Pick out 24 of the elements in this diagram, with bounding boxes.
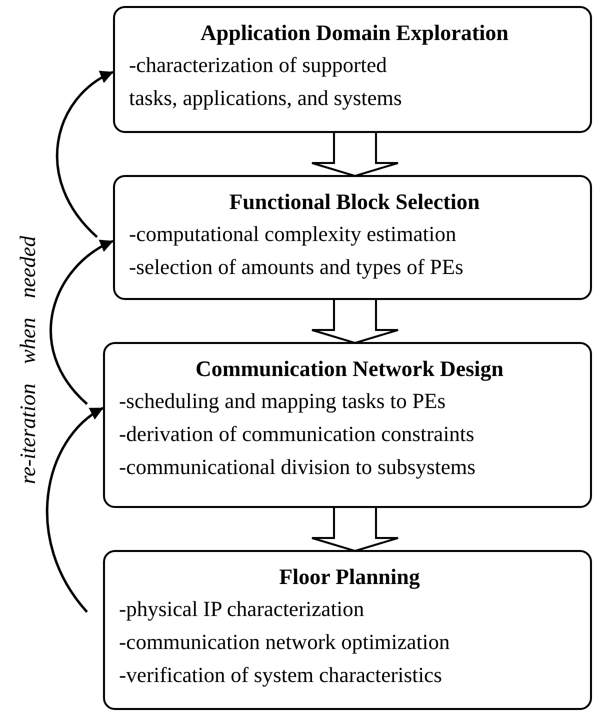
curved-arrow <box>56 70 114 238</box>
task-text: -selection of amounts and types of PEs <box>129 254 464 281</box>
box-heading: Application Domain Exploration <box>199 19 510 47</box>
task-text: -communicational division to subsystems <box>119 454 477 481</box>
task-text: -characterization of supported tasks, applications, and systems <box>129 52 403 112</box>
task-text: -computational complexity estimation <box>129 221 458 248</box>
process-box <box>103 550 592 710</box>
block-arrow <box>311 298 399 344</box>
task-text: -physical IP characterization <box>119 596 366 623</box>
process-box <box>113 6 592 133</box>
side-label: re-iteration when needed <box>15 236 41 484</box>
block-arrow <box>311 506 399 552</box>
curved-arrow <box>50 240 114 405</box>
block-arrow <box>311 131 399 178</box>
box-heading: Communication Network Design <box>194 355 504 383</box>
process-box <box>103 342 592 508</box>
task-text: -derivation of communication constraints <box>119 421 476 448</box>
curved-arrow <box>46 406 104 613</box>
task-text: -scheduling and mapping tasks to PEs <box>119 388 447 415</box>
box-heading: Floor Planning <box>278 563 421 591</box>
task-text: -verification of system characteristics <box>119 662 443 689</box>
process-box <box>113 175 592 300</box>
box-heading: Functional Block Selection <box>228 188 481 216</box>
task-text: -communication network optimization <box>119 629 451 656</box>
